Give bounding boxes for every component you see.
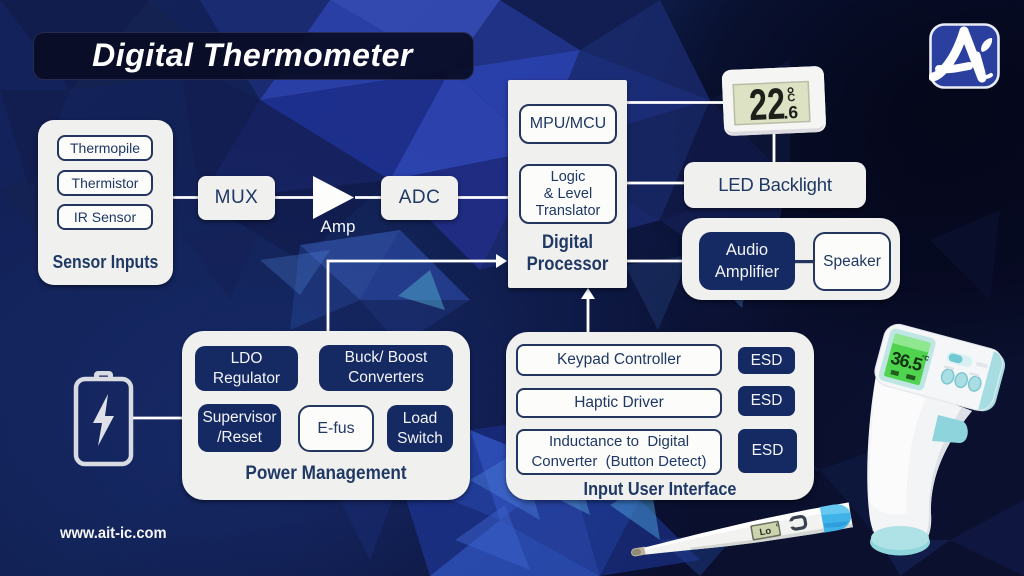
svg-text:c: c	[775, 522, 779, 528]
svg-text:Lo: Lo	[759, 525, 773, 538]
svg-text:Amp: Amp	[321, 217, 356, 236]
svg-text:°C: °C	[921, 353, 930, 363]
svg-text:C: C	[787, 92, 796, 104]
svg-text:.6: .6	[783, 102, 799, 123]
svg-text:22: 22	[748, 80, 786, 131]
